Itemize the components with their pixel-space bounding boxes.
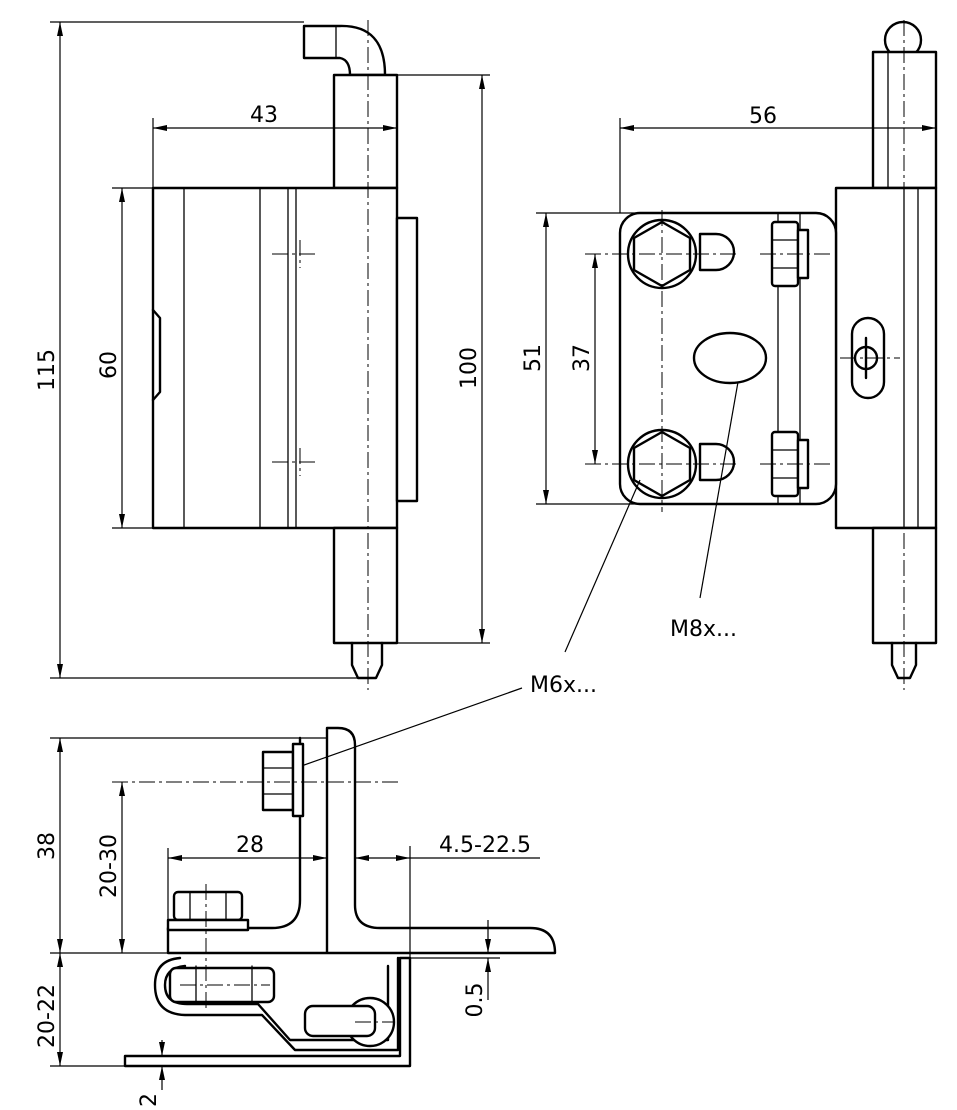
- front-view: [151, 20, 419, 690]
- dim-side-height: 38: [35, 832, 60, 860]
- callout-m6: M6x...: [530, 673, 597, 698]
- dim-side-depth: 28: [236, 833, 264, 858]
- dim-total-height: 115: [35, 349, 60, 391]
- dim-plate-height: 51: [521, 344, 546, 372]
- dim-gap: 0.5: [463, 983, 488, 1018]
- dim-side-adjust: 20-30: [97, 834, 122, 898]
- dim-hole-spacing: 37: [570, 344, 595, 372]
- section-view: [112, 726, 557, 1068]
- dim-body-width: 43: [250, 103, 278, 128]
- dim-side-range: 4.5-22.5: [439, 833, 531, 858]
- dim-pin-height: 100: [457, 347, 482, 389]
- section-dimensions: 38 20-30 28 4.5-22.5 20-22 0.5 2: [35, 737, 540, 1107]
- side-dimensions: 56 51 37: [521, 104, 936, 505]
- side-view: [585, 20, 938, 690]
- callout-m8: M8x...: [670, 617, 737, 642]
- dim-lower-range: 20-22: [35, 984, 60, 1048]
- dim-plate-width: 56: [749, 104, 777, 129]
- callouts: M8x... M6x...: [289, 381, 739, 771]
- dim-sheet: 2: [137, 1093, 162, 1107]
- front-dimensions: 115 60 100 43: [35, 21, 490, 679]
- dim-body-height: 60: [97, 351, 122, 379]
